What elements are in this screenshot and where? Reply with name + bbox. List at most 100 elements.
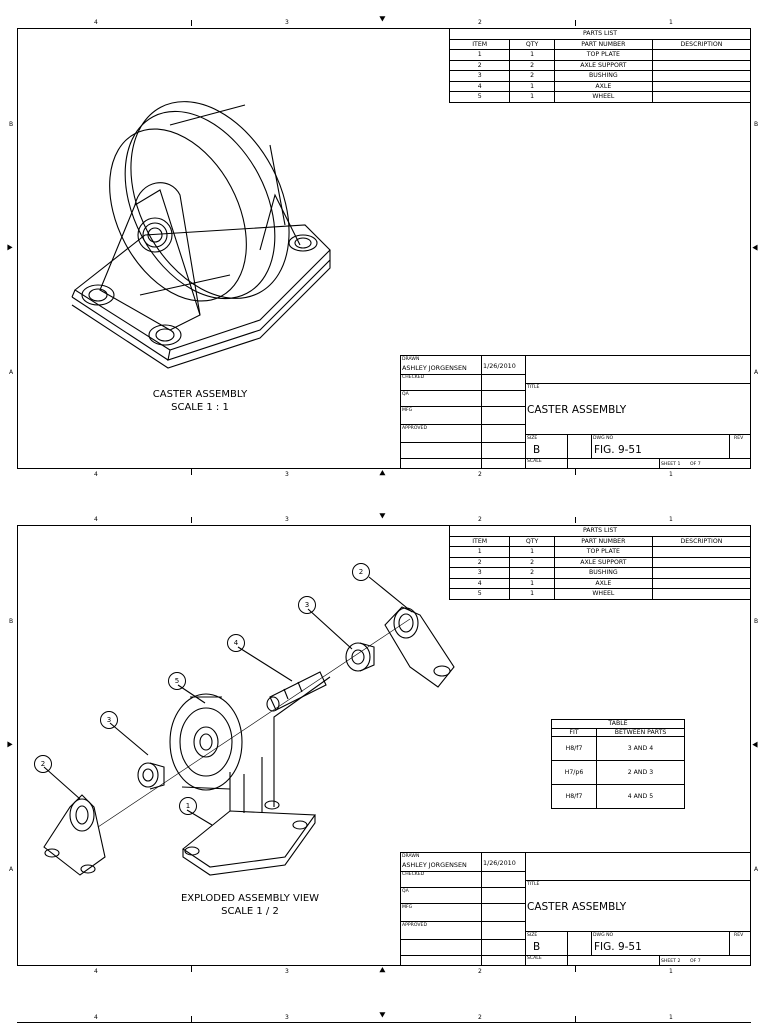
zone-number: 3 — [285, 471, 289, 478]
parts-list-title: PARTS LIST — [449, 28, 751, 40]
zone-number: 1 — [669, 471, 673, 478]
zone-number: 2 — [478, 19, 482, 26]
checked-label: CHECKED — [402, 375, 425, 380]
sheet-number: SHEET 1 — [661, 462, 681, 467]
rev-label: REV — [734, 436, 744, 441]
parts-cell — [651, 588, 752, 600]
zone-number: 2 — [478, 968, 482, 975]
zone-number: 4 — [94, 1014, 98, 1021]
parts-header-part-number: PART NUMBER — [553, 535, 653, 547]
zone-letter: B — [754, 618, 759, 625]
exploded-assembly-view — [43, 576, 455, 876]
parts-header-item: ITEM — [448, 535, 511, 547]
title-label: TITLE — [527, 385, 540, 390]
sheet-of: OF 7 — [690, 462, 701, 467]
zone-number: 4 — [94, 471, 98, 478]
parts-cell: 1 — [509, 588, 555, 600]
approved-label: APPROVED — [402, 426, 427, 431]
zone-tick — [191, 20, 192, 26]
parts-cell — [651, 91, 752, 103]
fit-cell: H8/f7 — [551, 784, 597, 809]
drawing-sheet-2: 4 3 ⯆ 2 1 B B ⯈ ⯇ A A 4 3 ⯅ 2 1 PARTS LI… — [0, 497, 768, 995]
parts-cell — [651, 80, 752, 92]
parts-header-qty: QTY — [509, 38, 555, 50]
parts-cell: AXLE — [553, 80, 653, 92]
zone-tick — [191, 1016, 192, 1022]
zone-number: 2 — [478, 516, 482, 523]
zone-number: 4 — [94, 516, 98, 523]
parts-cell: BUSHING — [553, 567, 653, 579]
parts-cell — [651, 577, 752, 589]
drawn-label: DRAWN — [402, 854, 420, 859]
zone-number: 3 — [285, 1014, 289, 1021]
parts-cell: 1 — [509, 546, 555, 558]
item-balloon: 4 — [227, 634, 245, 652]
dwg-no-label: DWG NO — [593, 933, 614, 938]
parts-cell: AXLE — [553, 577, 653, 589]
drawing-sheet-3-partial: 4 3 ⯆ 2 1 — [0, 1008, 768, 1024]
parts-cell: 1 — [509, 49, 555, 61]
view-title: EXPLODED ASSEMBLY VIEW — [180, 893, 320, 904]
parts-cell: 2 — [509, 70, 555, 82]
parts-cell: 2 — [448, 59, 511, 71]
parts-cell — [651, 59, 752, 71]
scale-label: SCALE — [527, 459, 542, 464]
parts-header-part-number: PART NUMBER — [553, 38, 653, 50]
zone-number: 1 — [669, 968, 673, 975]
rev-label: REV — [734, 933, 744, 938]
dwg-no-label: DWG NO — [593, 436, 614, 441]
item-balloon: 5 — [168, 672, 186, 690]
view-caption: EXPLODED ASSEMBLY VIEW SCALE 1 / 2 — [160, 892, 340, 918]
drawing-border-top — [17, 1022, 751, 1023]
parts-header-item: ITEM — [448, 38, 511, 50]
view-caption: CASTER ASSEMBLY SCALE 1 : 1 — [120, 388, 280, 414]
drawn-by: ASHLEY JORGENSEN — [402, 364, 467, 372]
zone-tick — [191, 517, 192, 523]
fit-header: BETWEEN PARTS — [596, 728, 685, 737]
zone-letter: A — [9, 369, 14, 376]
zone-letter: A — [754, 866, 759, 873]
parts-cell: 1 — [509, 91, 555, 103]
zone-tick — [191, 966, 192, 972]
drawing-border — [17, 28, 751, 469]
view-scale: SCALE 1 / 2 — [221, 906, 279, 917]
drawing-title: CASTER ASSEMBLY — [527, 901, 627, 913]
parts-list: PARTS LIST ITEM QTY PART NUMBER DESCRIPT… — [448, 28, 752, 103]
title-block: DRAWN ASHLEY JORGENSEN 1/26/2010 CHECKED… — [400, 852, 751, 966]
center-mark-top: ⯆ — [378, 13, 387, 26]
parts-cell: BUSHING — [553, 70, 653, 82]
zone-number: 2 — [478, 471, 482, 478]
parts-cell: 5 — [448, 588, 511, 600]
zone-number: 2 — [478, 1014, 482, 1021]
size-label: SIZE — [527, 933, 538, 938]
parts-cell: TOP PLATE — [553, 546, 653, 558]
qa-label: QA — [402, 889, 409, 894]
dwg-no-value: FIG. 9-51 — [594, 941, 642, 953]
view-scale: SCALE 1 : 1 — [171, 402, 229, 413]
drawn-by: ASHLEY JORGENSEN — [402, 861, 467, 869]
fit-cell: 4 AND 5 — [596, 784, 685, 809]
center-mark-top: ⯆ — [378, 1009, 387, 1022]
drawn-date: 1/26/2010 — [483, 362, 516, 370]
mfg-label: MFG — [402, 408, 413, 413]
zone-letter: B — [9, 618, 14, 625]
zone-letter: A — [9, 866, 14, 873]
zone-number: 3 — [285, 968, 289, 975]
parts-cell: WHEEL — [553, 588, 653, 600]
drawing-title: CASTER ASSEMBLY — [527, 404, 627, 416]
zone-tick — [575, 966, 576, 972]
checked-label: CHECKED — [402, 872, 425, 877]
zone-number: 3 — [285, 516, 289, 523]
sheet-number: SHEET 2 — [661, 959, 681, 964]
center-mark-bottom: ⯅ — [378, 467, 387, 480]
center-mark-right: ⯇ — [751, 242, 760, 255]
zone-tick — [191, 469, 192, 475]
zone-number: 1 — [669, 19, 673, 26]
item-balloon: 3 — [298, 596, 316, 614]
